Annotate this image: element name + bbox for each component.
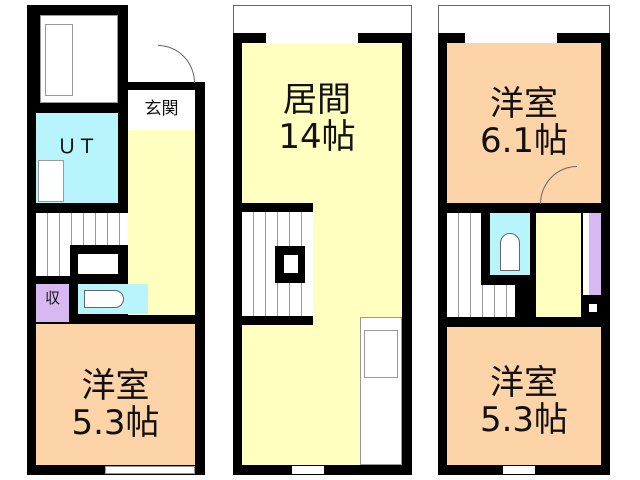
shaft xyxy=(284,255,298,273)
shaft xyxy=(78,254,118,274)
kitchen xyxy=(360,317,402,465)
room-size: 5.3帖 xyxy=(71,403,160,444)
room-bedroom xyxy=(36,324,195,465)
room-label-ut: ＵＴ xyxy=(57,134,97,158)
toilet xyxy=(490,213,530,275)
shaft xyxy=(589,304,597,312)
hallway xyxy=(536,213,581,317)
balcony xyxy=(233,5,412,35)
sink-icon xyxy=(38,160,64,202)
storage xyxy=(589,213,601,295)
closet xyxy=(583,213,601,295)
balcony xyxy=(438,5,610,35)
entrance xyxy=(128,90,195,130)
room-bedroom-bottom xyxy=(447,327,601,465)
window xyxy=(266,33,358,43)
door[interactable] xyxy=(158,45,195,83)
sink-icon xyxy=(364,330,398,378)
room-size: 14帖 xyxy=(278,117,356,158)
room-name: 洋室 xyxy=(81,366,150,406)
room-label-storage: 収 xyxy=(44,289,60,307)
window xyxy=(503,466,535,474)
room-size: 5.3帖 xyxy=(479,400,569,441)
bathroom xyxy=(40,15,118,103)
toilet-icon xyxy=(84,290,124,308)
storage xyxy=(36,284,69,322)
window xyxy=(465,33,557,43)
room-name: 洋室 xyxy=(490,363,558,403)
toilet-icon xyxy=(500,233,520,271)
room-size: 6.1帖 xyxy=(479,121,569,162)
window xyxy=(292,466,324,474)
room-label-entrance: 玄関 xyxy=(144,99,179,119)
room-name: 居間 xyxy=(283,80,351,120)
bathtub-icon xyxy=(45,24,73,96)
room-name: 洋室 xyxy=(490,84,558,124)
window xyxy=(105,466,195,474)
toilet xyxy=(78,284,148,314)
